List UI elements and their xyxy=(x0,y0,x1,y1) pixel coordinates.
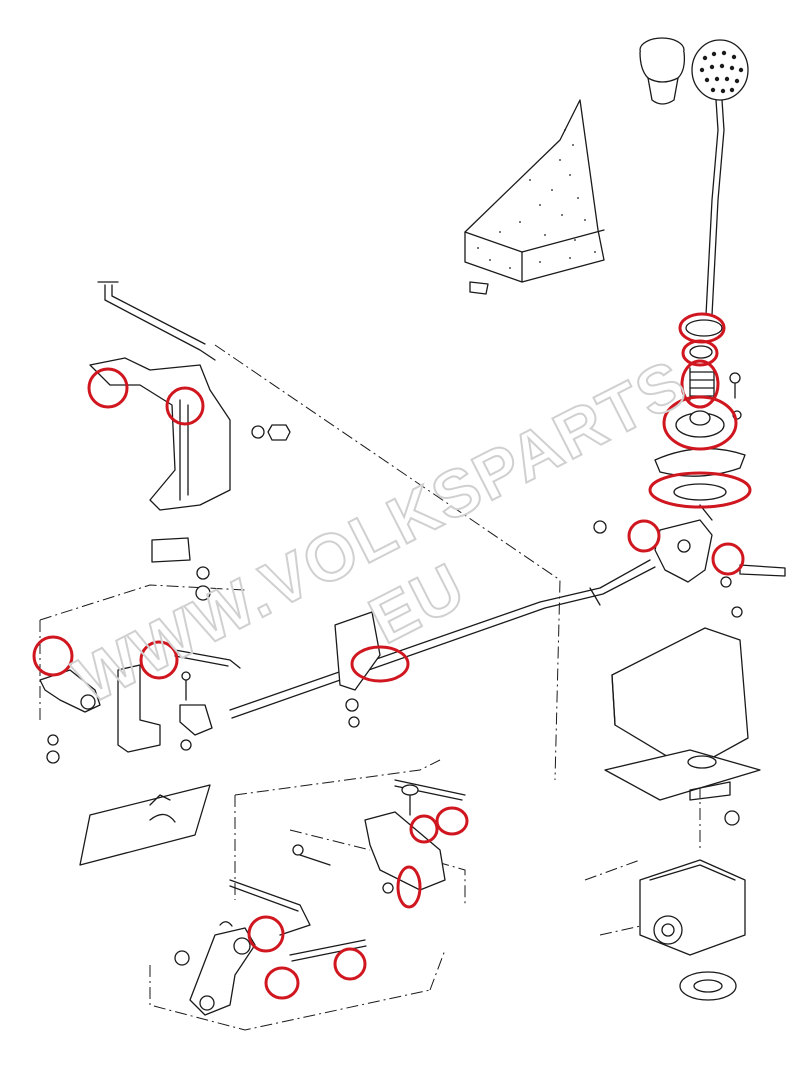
highlight-ring xyxy=(680,359,720,409)
highlight-ring xyxy=(396,865,422,909)
shift-rod-boot xyxy=(639,859,746,1001)
highlight-ring xyxy=(648,471,752,509)
lower-linkage xyxy=(174,779,466,1016)
upper-relay-lever xyxy=(89,357,291,601)
highlight-ring xyxy=(711,542,745,576)
tunnel-cover-plate xyxy=(604,627,761,826)
upper-selector-rod xyxy=(97,281,216,361)
rod-bracket xyxy=(334,611,381,728)
shift-rod xyxy=(229,559,656,719)
highlight-ring xyxy=(662,395,738,451)
highlight-ring xyxy=(409,814,439,844)
highlight-ring xyxy=(165,386,205,426)
highlight-ring xyxy=(264,966,300,1000)
highlight-ring xyxy=(681,339,719,367)
shift-housing xyxy=(593,504,786,618)
shift-lever-stack xyxy=(654,319,746,501)
highlight-ring xyxy=(87,367,129,409)
shift-lever xyxy=(705,99,725,316)
highlight-ring xyxy=(627,519,661,553)
highlighted-parts xyxy=(32,312,752,1000)
highlight-ring xyxy=(139,640,179,680)
highlight-ring xyxy=(333,947,367,981)
highlight-ring xyxy=(435,806,469,836)
highlight-ring xyxy=(32,635,74,677)
middle-shift-lever xyxy=(39,649,241,764)
shift-knob-round xyxy=(691,39,749,101)
shift-knob-tapered xyxy=(639,37,686,105)
guide-plate xyxy=(79,784,211,866)
highlight-ring xyxy=(350,645,410,683)
highlight-ring xyxy=(247,915,285,953)
shift-boot xyxy=(464,99,605,295)
